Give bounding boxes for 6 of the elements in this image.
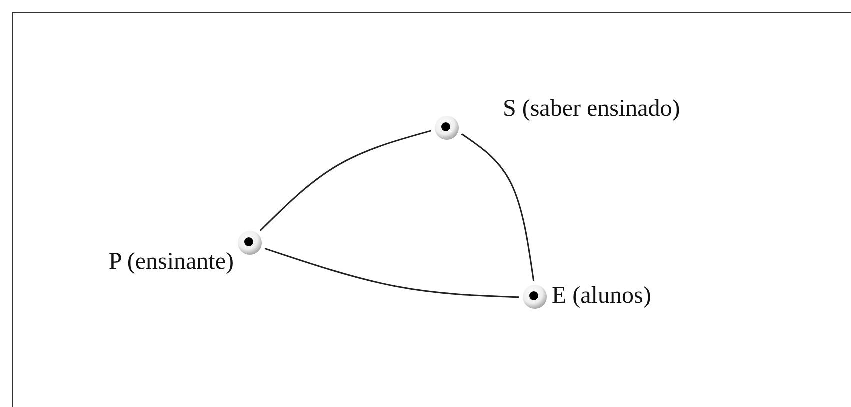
connector-line	[461, 133, 535, 282]
vertex-label: E (alunos)	[552, 284, 652, 308]
vertex-label: P (ensinante)	[108, 250, 234, 274]
vertex-label: S (saber ensinado)	[503, 97, 680, 121]
connector-line	[264, 248, 520, 298]
connector-line	[260, 130, 432, 232]
